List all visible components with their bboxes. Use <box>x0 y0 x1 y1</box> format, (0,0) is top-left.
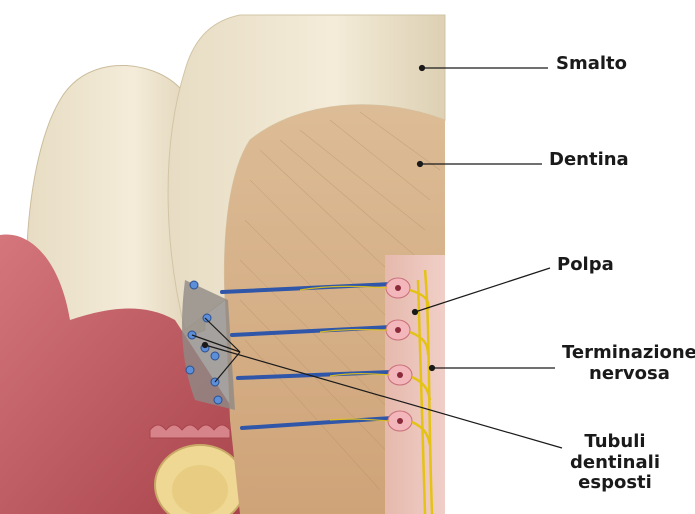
label-tubuli-line1: Tubuli <box>570 432 660 453</box>
label-dentina: Dentina <box>549 150 629 171</box>
label-terminazione-line2: nervosa <box>562 364 695 385</box>
gum-papillae <box>150 425 230 438</box>
label-smalto-text: Smalto <box>556 54 627 75</box>
label-tubuli-line2: dentinali <box>570 453 660 474</box>
label-tubuli-line3: esposti <box>570 473 660 494</box>
label-polpa: Polpa <box>557 255 614 276</box>
label-terminazione-line1: Terminazione <box>562 343 695 364</box>
label-smalto: Smalto <box>556 54 627 75</box>
label-polpa-text: Polpa <box>557 255 614 276</box>
label-terminazione-nervosa: Terminazione nervosa <box>562 343 695 384</box>
label-tubuli-dentinali-esposti: Tubuli dentinali esposti <box>570 432 660 494</box>
label-dentina-text: Dentina <box>549 150 629 171</box>
